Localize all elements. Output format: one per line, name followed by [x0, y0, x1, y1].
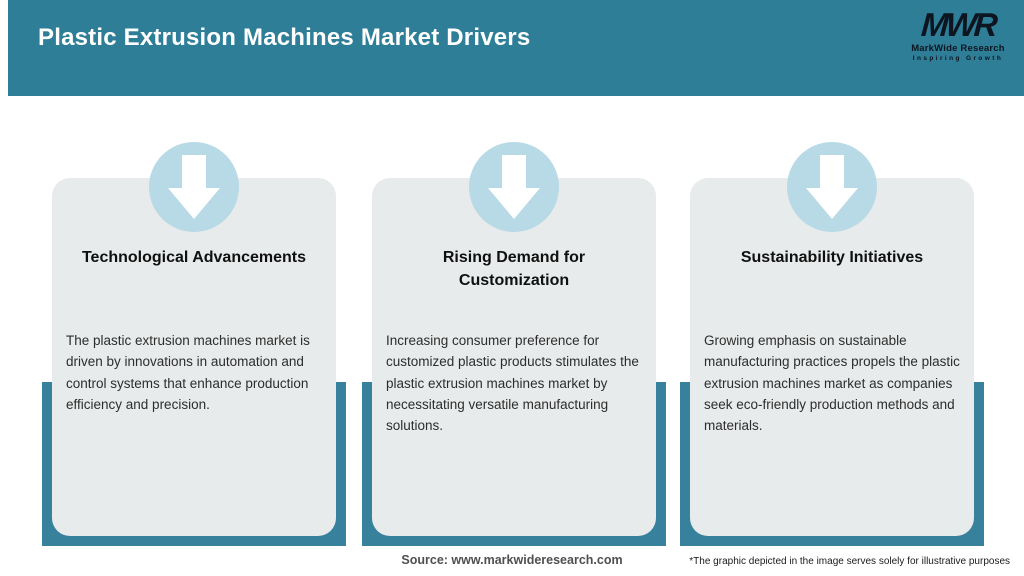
card-title: Sustainability Initiatives — [740, 249, 924, 266]
down-arrow-icon — [787, 142, 877, 232]
driver-card-rising-demand-for-customization: Rising Demand for Customization Increasi… — [372, 178, 656, 536]
down-arrow-badge — [469, 142, 559, 232]
card-title: Technological Advancements — [81, 249, 307, 266]
brand-logo: MWR MarkWide Research Inspiring Growth — [906, 6, 1010, 62]
mwr-monogram-icon: MWR — [920, 6, 997, 43]
page-title: Plastic Extrusion Machines Market Driver… — [38, 24, 531, 51]
disclaimer-text: *The graphic depicted in the image serve… — [689, 556, 1010, 567]
card-title: Rising Demand for Customization — [442, 249, 586, 290]
source-text: Source: www.markwideresearch.com — [401, 553, 623, 567]
down-arrow-icon — [149, 142, 239, 232]
down-arrow-badge — [149, 142, 239, 232]
card-body: Growing emphasis on sustainable manufact… — [704, 333, 960, 434]
driver-card-sustainability-initiatives: Sustainability Initiatives Growing empha… — [690, 178, 974, 536]
driver-card-technological-advancements: Technological Advancements The plastic e… — [52, 178, 336, 536]
down-arrow-badge — [787, 142, 877, 232]
logo-tagline: Inspiring Growth — [912, 54, 1004, 62]
card-body: The plastic extrusion machines market is… — [66, 333, 310, 412]
card-body: Increasing consumer preference for custo… — [386, 333, 639, 434]
header-bar: Plastic Extrusion Machines Market Driver… — [8, 0, 1024, 96]
down-arrow-icon — [469, 142, 559, 232]
logo-company-name: MarkWide Research — [911, 42, 1005, 54]
